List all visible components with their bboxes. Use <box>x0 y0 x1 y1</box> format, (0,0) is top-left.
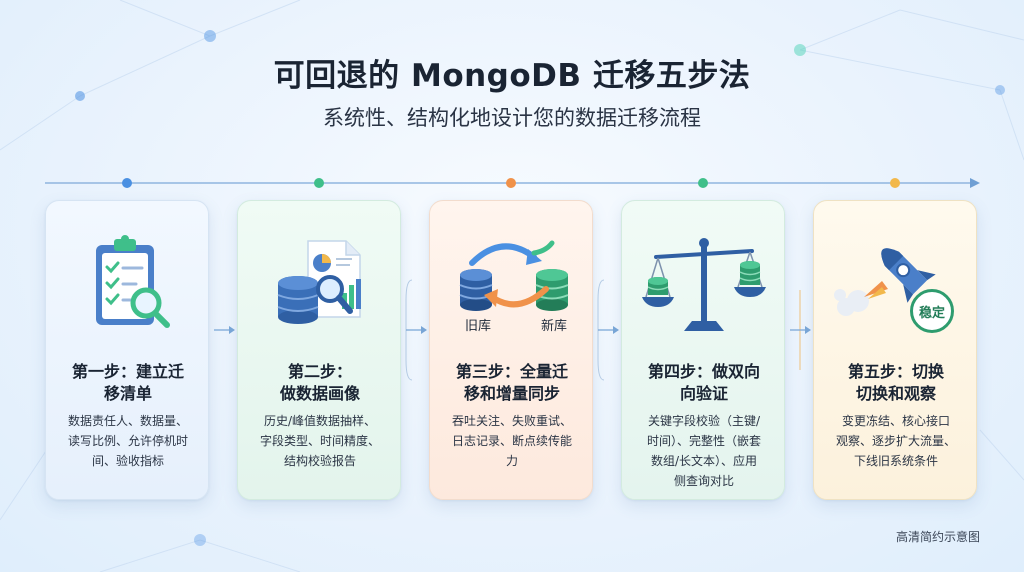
old-db-label: 旧库 <box>464 319 491 334</box>
timeline-arrow-icon <box>970 178 980 188</box>
step-card-4: 第四步：做双向 向验证 关键字段校验（主键/ 时间）、完整性（嵌套 数组/长文本… <box>621 200 785 500</box>
step-title: 第一步：建立迁 移清单 <box>71 362 184 403</box>
step-title: 第四步：做双向 向验证 <box>647 362 760 403</box>
step-card-5: 稳定 第五步：切换 切换和观察 变更冻结、核心接口 观察、逐步扩大流量、 下线旧… <box>813 200 977 500</box>
footnote: 高清简约示意图 <box>895 530 980 544</box>
connector-arrow-icon <box>790 290 811 370</box>
timeline-dot-3 <box>506 178 516 188</box>
step-card-3: 旧库 新库 第三步：全量迁 移和增量同步 吞吐关注、失败重试、 日志记录、断点续… <box>429 200 593 500</box>
stable-badge: 稳定 <box>910 289 954 333</box>
rocket-icon <box>834 248 936 316</box>
step-card-1: 第一步：建立迁 移清单 数据责任人、数据量、 读写比例、允许停机时 间、验收指标 <box>45 200 209 500</box>
connector-arrow-icon <box>214 326 235 334</box>
timeline-dot-5 <box>890 178 900 188</box>
step-card-2: 第二步： 做数据画像 历史/峰值数据抽样、 字段类型、时间精度、 结构校验报告 <box>237 200 401 500</box>
old-database-icon <box>459 269 493 311</box>
page-title: 可回退的 MongoDB 迁移五步法 <box>273 58 751 94</box>
page-subtitle: 系统性、结构化地设计您的数据迁移流程 <box>323 106 701 130</box>
step-title: 第五步：切换 切换和观察 <box>847 362 944 403</box>
database-analysis-icon <box>277 240 361 324</box>
timeline-dot-2 <box>314 178 324 188</box>
step-description: 变更冻结、核心接口 观察、逐步扩大流量、 下线旧系统条件 <box>835 414 956 468</box>
step-description: 历史/峰值数据抽样、 字段类型、时间精度、 结构校验报告 <box>259 414 380 468</box>
timeline-dot-4 <box>698 178 708 188</box>
new-db-label: 新库 <box>540 319 567 334</box>
timeline-dot-1 <box>122 178 132 188</box>
step-description: 吞吐关注、失败重试、 日志记录、断点续传能 力 <box>451 414 572 468</box>
step-description: 数据责任人、数据量、 读写比例、允许停机时 间、验收指标 <box>67 414 188 468</box>
step-title: 第三步：全量迁 移和增量同步 <box>455 362 568 403</box>
clipboard-checklist-icon <box>96 235 170 328</box>
balance-scale-icon <box>642 238 766 331</box>
step-description: 关键字段校验（主键/ 时间）、完整性（嵌套 数组/长文本）、应用 侧查询对比 <box>646 414 761 488</box>
connector-arrow-icon <box>405 279 427 381</box>
timeline <box>45 178 980 188</box>
connector-arrow-icon <box>597 279 619 381</box>
database-sync-icon <box>459 240 569 311</box>
step-title: 第二步： 做数据画像 <box>279 362 360 403</box>
